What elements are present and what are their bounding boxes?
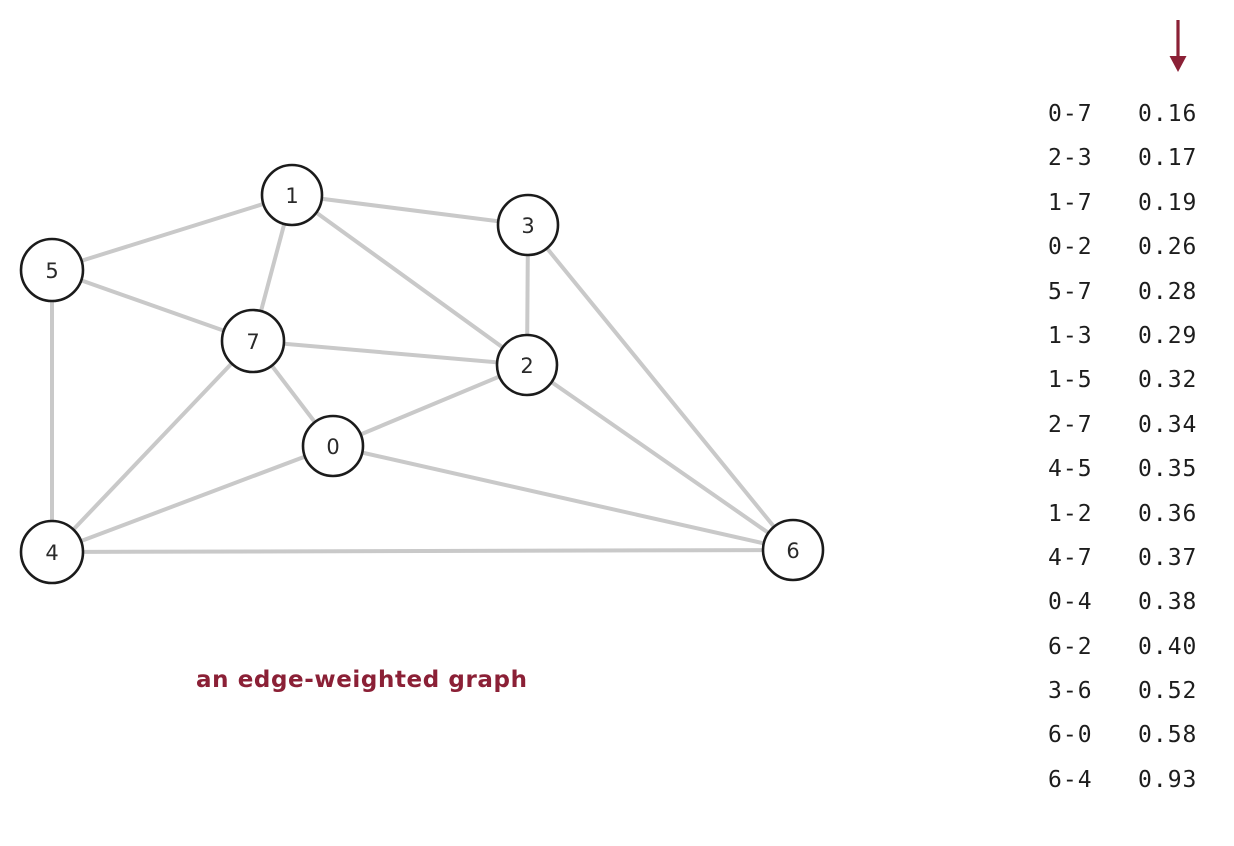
edge-pair-label: 0-7 [1048,101,1093,127]
edge-weight-row: 3-6 0.52 [1030,669,1234,713]
edge-pair-label: 6-2 [1048,633,1093,660]
edge-weight-value: 0.16 [1138,101,1198,127]
graph-node[interactable]: 2 [495,333,559,397]
graph-edge [50,444,335,554]
edge-pair-label: 2-3 [1048,145,1093,172]
edge-weight-row: 1-2 0.36 [1030,492,1234,536]
edge-pair-label: 1-3 [1048,322,1093,349]
edge-pair-label: 0-4 [1048,589,1093,616]
edge-weight-row: 0-4 0.38 [1030,580,1234,624]
edge-weight-row: 1-7 0.19 [1030,181,1234,225]
graph-node-circle [19,519,85,585]
edge-pair-label: 4-7 [1048,544,1093,571]
edge-weight-value: 0.37 [1138,544,1198,571]
edge-weight-value: 0.58 [1138,722,1198,749]
edge-weight-row: 6-0 0.58 [1030,713,1234,757]
list-title-partial [1038,0,1234,3]
graph-node[interactable]: 4 [19,519,85,585]
graph-node-circle [301,414,365,478]
graph-node-label: 0 [326,435,339,459]
edge-weight-rows: 0-7 0.16 2-3 0.17 1-7 0.19 0-2 0.26 5-7 0.28 1-3 0.… [1030,92,1234,802]
graph-node[interactable]: 6 [761,518,825,582]
graph-edge [50,268,255,343]
graph-edge [525,363,795,552]
graph-node[interactable]: 3 [496,193,560,257]
figure-caption: an edge-weighted graph [196,667,528,693]
graph-edge [50,548,795,554]
edge-weight-row: 1-5 0.32 [1030,358,1234,402]
edge-pair-label: 2-7 [1048,411,1093,438]
graph-edge [50,339,255,554]
graph-node-label: 2 [520,354,533,378]
edge-weight-row: 4-7 0.37 [1030,536,1234,580]
graph-node-circle [260,163,324,227]
graph-node-label: 4 [45,541,58,565]
graph-node-label: 1 [285,184,298,208]
down-arrow-icon [1169,20,1187,72]
graph-node-circle [496,193,560,257]
edge-pair-label: 1-2 [1048,500,1093,527]
edge-weight-list-panel: 0-7 0.16 2-3 0.17 1-7 0.19 0-2 0.26 5-7 0.28 1-3 0.… [1030,0,1234,846]
edge-weight-row: 2-3 0.17 [1030,136,1234,180]
edge-weight-value: 0.17 [1138,145,1198,172]
edge-pair-label: 6-4 [1048,766,1093,793]
graph-edges [50,193,795,554]
graph-edge [331,444,795,552]
edge-pair-label: 0-2 [1048,234,1093,261]
edge-weight-value: 0.52 [1138,678,1198,705]
edge-weight-value: 0.34 [1138,411,1198,438]
edge-weight-value: 0.28 [1138,278,1198,305]
graph-node-circle [19,237,85,303]
graph-node[interactable]: 1 [260,163,324,227]
edge-pair-label: 5-7 [1048,278,1093,305]
graph-node[interactable]: 5 [19,237,85,303]
graph-edge [290,193,529,367]
graph-node-label: 7 [246,330,259,354]
graph-node[interactable]: 7 [220,308,286,374]
edge-weight-value: 0.93 [1138,766,1198,793]
edge-weight-row: 0-2 0.26 [1030,225,1234,269]
edge-weight-row: 4-5 0.35 [1030,447,1234,491]
graph-edge [50,193,294,272]
edge-weight-row: 6-2 0.40 [1030,625,1234,669]
edge-pair-label: 4-5 [1048,456,1093,483]
edge-weight-value: 0.26 [1138,234,1198,261]
edge-pair-label: 3-6 [1048,678,1093,705]
graph-node-circle [761,518,825,582]
edge-pair-label: 1-7 [1048,189,1093,216]
graph-edge [251,339,529,367]
graph-node[interactable]: 0 [301,414,365,478]
edge-weight-value: 0.32 [1138,367,1198,394]
graph-edge [331,363,529,448]
edge-pair-label: 1-5 [1048,367,1093,394]
edge-weight-row: 1-3 0.29 [1030,314,1234,358]
graph-node-label: 3 [521,214,534,238]
graph-nodes: 0 1 2 3 4 5 6 7 [19,163,825,585]
edge-weight-value: 0.40 [1138,633,1198,660]
edge-weight-row: 0-7 0.16 [1030,92,1234,136]
graph-node-label: 6 [786,539,799,563]
graph-edge [526,223,795,552]
graph-diagram: 0 1 2 3 4 5 6 7 [19,163,825,585]
edge-weight-value: 0.29 [1138,322,1198,349]
edge-weight-row: 6-4 0.93 [1030,758,1234,802]
graph-node-label: 5 [45,259,58,283]
edge-weight-value: 0.36 [1138,500,1198,527]
edge-weight-value: 0.35 [1138,456,1198,483]
graph-edge [290,193,530,227]
edge-pair-label: 6-0 [1048,722,1093,749]
edge-weight-row: 2-7 0.34 [1030,403,1234,447]
edge-weight-row: 5-7 0.28 [1030,270,1234,314]
graph-node-circle [495,333,559,397]
edge-weight-value: 0.19 [1138,189,1198,216]
edge-weight-value: 0.38 [1138,589,1198,616]
graph-node-circle [220,308,286,374]
